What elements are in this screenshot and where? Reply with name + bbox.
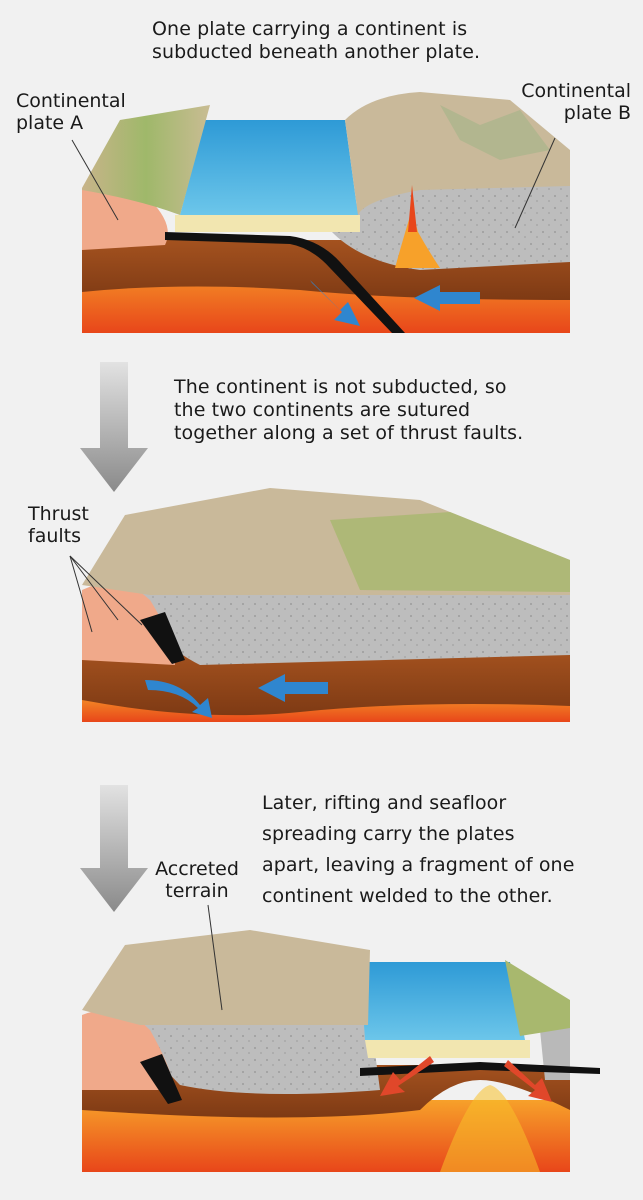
sutured-continent-crust — [130, 590, 570, 665]
leader-line-accreted — [207, 904, 223, 1011]
step-arrow-2 — [80, 785, 148, 912]
rift-arrow-left — [380, 1056, 434, 1096]
rift-arrow-right — [504, 1060, 552, 1102]
leader-line-thrust-3 — [69, 555, 93, 633]
ocean — [180, 120, 358, 215]
magma-chamber — [395, 210, 440, 268]
accreted-terrain-crust — [130, 1015, 380, 1094]
continental-plate-a-label: Continental plate A — [16, 90, 126, 134]
leader-line-plate-a — [71, 139, 119, 221]
leader-line-thrust — [69, 555, 143, 626]
convergence-arrow — [258, 674, 328, 702]
curved-arrow — [145, 680, 212, 718]
step-arrow-1 — [80, 362, 148, 492]
panel-3-caption: Later, rifting and seafloor spreading ca… — [262, 792, 575, 907]
leader-line-thrust-2 — [69, 555, 119, 621]
panel-2-caption: The continent is not subducted, so the t… — [174, 376, 524, 444]
subduction-arrow — [310, 280, 360, 326]
leader-line-plate-b — [514, 137, 556, 229]
accreted-terrain-label: Accreted terrain — [155, 858, 239, 902]
panel-3-block — [82, 904, 600, 1172]
thrust-faults-label: Thrust faults — [28, 503, 89, 547]
convergence-arrow — [414, 285, 480, 311]
panel-1-block — [71, 92, 570, 333]
continental-plate-b-crust — [330, 185, 570, 270]
ocean — [360, 962, 525, 1040]
panel-1-caption: One plate carrying a continent is subduc… — [152, 18, 481, 63]
panel-2-block — [69, 488, 570, 722]
continental-plate-b-label: Continental plate B — [521, 80, 631, 124]
